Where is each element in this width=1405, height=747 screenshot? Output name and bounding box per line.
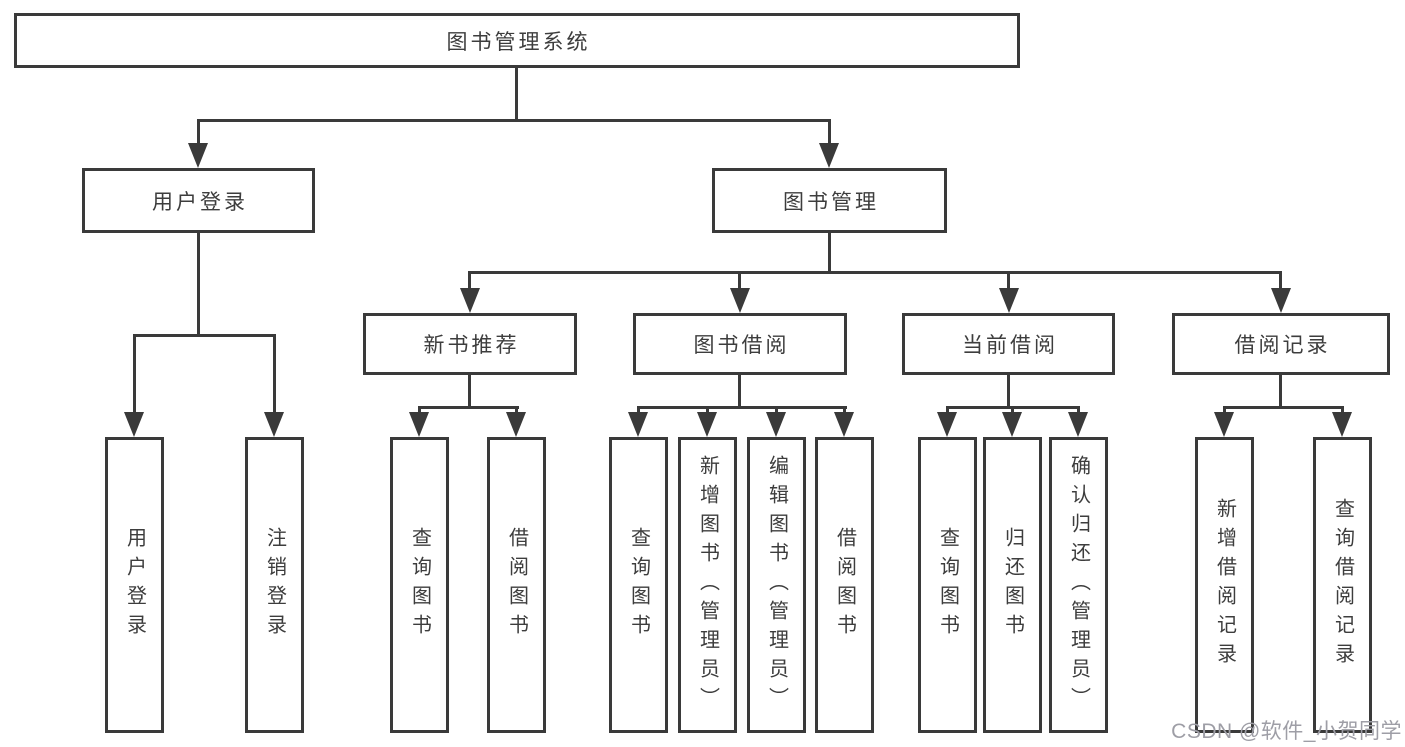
arrow-down-icon	[1271, 288, 1291, 313]
leaf-add-book-admin: 新增图书（管理员）	[678, 437, 737, 733]
leaf-query-books-1-label: 查询图书	[408, 527, 431, 643]
connector-drop-leaf	[946, 406, 949, 416]
node-book-management: 图书管理	[712, 168, 947, 233]
connector-drop-level3	[1007, 271, 1010, 291]
node-borrow-records-label: 借阅记录	[1234, 334, 1331, 357]
node-root-label: 图书管理系统	[446, 30, 591, 54]
watermark-text: CSDN @软件_小贺同学	[1171, 720, 1402, 743]
connector-drop-leaf	[843, 406, 846, 416]
connector-drop-leaf	[418, 406, 421, 416]
node-current-borrow: 当前借阅	[902, 313, 1115, 375]
arrow-down-icon	[124, 412, 144, 437]
arrow-down-icon	[460, 288, 480, 313]
arrow-down-icon	[730, 288, 750, 313]
node-book-management-label: 图书管理	[783, 190, 879, 214]
leaf-return-books-label: 归还图书	[1001, 527, 1024, 643]
leaf-borrow-books-2: 借阅图书	[815, 437, 874, 733]
leaf-query-books-1: 查询图书	[390, 437, 449, 733]
arrow-down-icon	[506, 412, 526, 437]
arrow-down-icon	[409, 412, 429, 437]
connector-borrow-trunk	[738, 375, 741, 408]
leaf-add-borrow-record: 新增借阅记录	[1195, 437, 1254, 733]
leaf-borrow-books-2-label: 借阅图书	[833, 527, 856, 643]
connector-borrow-bus	[637, 406, 847, 409]
arrow-down-icon	[937, 412, 957, 437]
leaf-query-books-3-label: 查询图书	[936, 527, 959, 643]
leaf-user-login: 用户登录	[105, 437, 164, 733]
leaf-query-borrow-record: 查询借阅记录	[1313, 437, 1372, 733]
connector-book-management-bus	[468, 271, 1281, 274]
leaf-query-books-2: 查询图书	[609, 437, 668, 733]
leaf-query-borrow-record-label: 查询借阅记录	[1331, 498, 1354, 672]
leaf-query-books-3: 查询图书	[918, 437, 977, 733]
leaf-edit-book-admin-label: 编辑图书（管理员）	[765, 454, 788, 716]
leaf-logout: 注销登录	[245, 437, 304, 733]
connector-records-trunk	[1279, 375, 1282, 408]
leaf-confirm-return-admin-label: 确认归还（管理员）	[1067, 454, 1090, 716]
connector-records-bus	[1223, 406, 1344, 409]
connector-drop-book-management	[828, 119, 831, 147]
connector-drop-leaf	[706, 406, 709, 416]
connector-drop-leaf	[133, 334, 136, 414]
leaf-borrow-books-1: 借阅图书	[487, 437, 546, 733]
arrow-down-icon	[834, 412, 854, 437]
connector-drop-leaf	[1341, 406, 1344, 416]
connector-drop-level3	[738, 271, 741, 291]
node-user-login: 用户登录	[82, 168, 315, 233]
connector-drop-user-login	[197, 119, 200, 147]
leaf-user-login-label: 用户登录	[123, 527, 146, 643]
node-root: 图书管理系统	[14, 13, 1020, 68]
connector-drop-leaf	[1223, 406, 1226, 416]
arrow-down-icon	[819, 143, 839, 168]
node-book-borrow-label: 图书借阅	[693, 334, 790, 357]
arrow-down-icon	[188, 143, 208, 168]
connector-drop-leaf	[273, 334, 276, 414]
connector-recommend-trunk	[468, 375, 471, 408]
node-current-borrow-label: 当前借阅	[962, 334, 1058, 357]
leaf-add-borrow-record-label: 新增借阅记录	[1213, 498, 1236, 672]
node-new-book-recommend: 新书推荐	[363, 313, 577, 375]
connector-current-trunk	[1007, 375, 1010, 408]
connector-recommend-bus	[418, 406, 519, 409]
leaf-add-book-admin-label: 新增图书（管理员）	[696, 454, 719, 716]
connector-drop-level3	[468, 271, 471, 291]
arrow-down-icon	[1332, 412, 1352, 437]
connector-drop-leaf	[637, 406, 640, 416]
arrow-down-icon	[628, 412, 648, 437]
node-user-login-label: 用户登录	[152, 190, 248, 214]
connector-root-trunk	[515, 68, 518, 122]
arrow-down-icon	[264, 412, 284, 437]
arrow-down-icon	[1068, 412, 1088, 437]
connector-book-management-trunk	[828, 233, 831, 273]
connector-drop-leaf	[775, 406, 778, 416]
arrow-down-icon	[999, 288, 1019, 313]
arrow-down-icon	[766, 412, 786, 437]
connector-user-login-trunk	[197, 233, 200, 336]
leaf-borrow-books-1-label: 借阅图书	[505, 527, 528, 643]
node-new-book-recommend-label: 新书推荐	[423, 334, 520, 357]
connector-drop-level3	[1279, 271, 1282, 291]
connector-user-login-bus	[133, 334, 276, 337]
connector-root-bus	[197, 119, 831, 122]
node-book-borrow: 图书借阅	[633, 313, 847, 375]
node-borrow-records: 借阅记录	[1172, 313, 1390, 375]
connector-drop-leaf	[515, 406, 518, 416]
connector-drop-leaf	[1011, 406, 1014, 416]
leaf-return-books: 归还图书	[983, 437, 1042, 733]
arrow-down-icon	[697, 412, 717, 437]
connector-drop-leaf	[1077, 406, 1080, 416]
leaf-confirm-return-admin: 确认归还（管理员）	[1049, 437, 1108, 733]
leaf-edit-book-admin: 编辑图书（管理员）	[747, 437, 806, 733]
arrow-down-icon	[1002, 412, 1022, 437]
leaf-logout-label: 注销登录	[263, 527, 286, 643]
leaf-query-books-2-label: 查询图书	[627, 527, 650, 643]
arrow-down-icon	[1214, 412, 1234, 437]
